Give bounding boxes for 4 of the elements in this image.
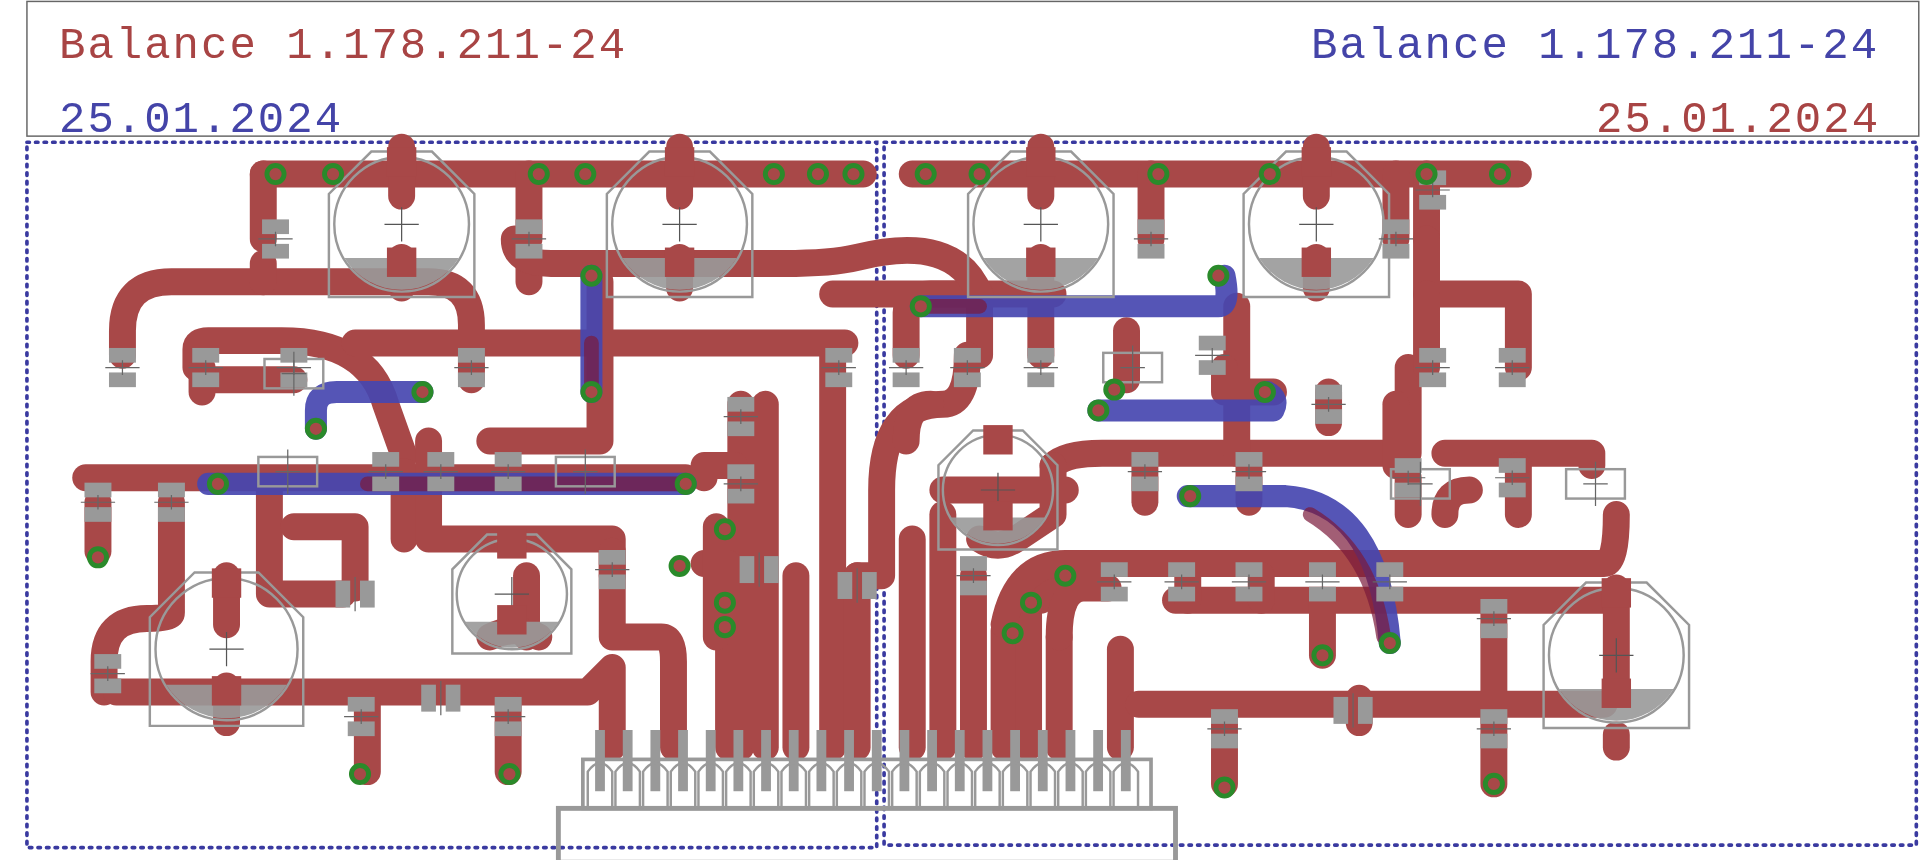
- mirrored-date-text: 25.01.2024: [59, 96, 344, 144]
- mirrored-board-title: Balance 1.178.211-24: [1311, 22, 1880, 70]
- board-title: Balance 1.178.211-24: [59, 22, 628, 70]
- date-text: 25.01.2024: [1596, 96, 1881, 144]
